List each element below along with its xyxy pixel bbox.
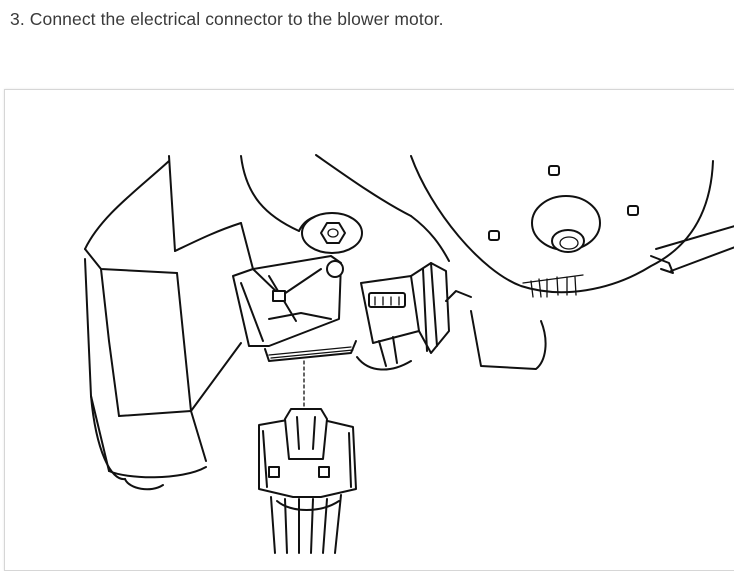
- mount-plate: [232, 255, 357, 362]
- step-instruction: 3. Connect the electrical connector to t…: [10, 9, 444, 29]
- motor-connector-socket: [356, 262, 472, 371]
- figure-frame: [4, 89, 734, 571]
- electrical-connector-icon: [258, 408, 357, 554]
- blower-motor-connector-illustration: [84, 154, 734, 554]
- hex-bolt-icon: [301, 212, 363, 254]
- blower-motor-icon: [410, 155, 734, 370]
- hvac-housing-left: [84, 155, 242, 491]
- hvac-duct-center: [240, 154, 450, 270]
